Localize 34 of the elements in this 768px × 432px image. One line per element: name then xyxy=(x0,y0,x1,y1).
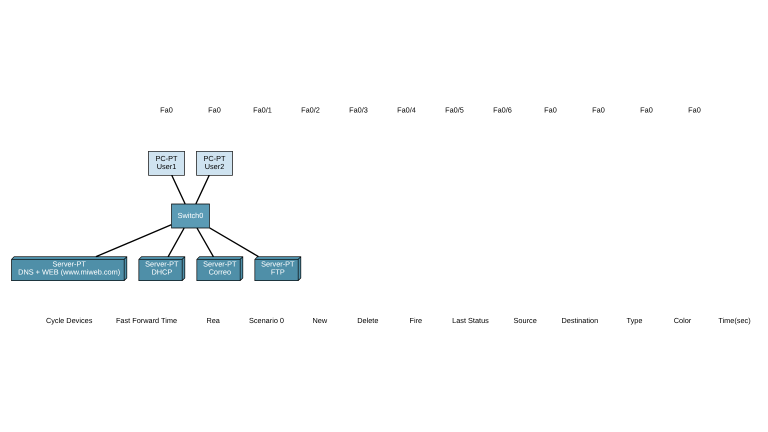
label: Fa0/2 xyxy=(301,106,320,115)
label: Fa0 xyxy=(544,106,557,115)
label: Delete xyxy=(357,316,378,326)
label: Fire xyxy=(410,316,422,326)
label: Fa0 xyxy=(208,106,221,115)
label: Fa0 xyxy=(160,106,173,115)
connector xyxy=(195,175,210,204)
label: Last Status xyxy=(452,316,489,326)
label: Destination xyxy=(561,316,598,326)
node-box: Switch0 xyxy=(171,204,210,228)
label: Fa0/3 xyxy=(349,106,368,115)
node-box: PC-PT User2 xyxy=(196,151,233,176)
label: Fa0 xyxy=(592,106,605,115)
label: Color xyxy=(674,316,692,326)
label: Fa0 xyxy=(688,106,701,115)
connector xyxy=(168,228,185,257)
label: Fa0/5 xyxy=(445,106,464,115)
label: Rea xyxy=(206,316,220,326)
label: Fa0/6 xyxy=(493,106,512,115)
label: Fa0 xyxy=(640,106,653,115)
connector xyxy=(196,228,214,257)
label: Fa0/4 xyxy=(397,106,416,115)
label: Fa0/1 xyxy=(253,106,272,115)
connector xyxy=(96,224,172,258)
label: Type xyxy=(626,316,642,326)
connector xyxy=(209,227,259,258)
label: Scenario 0 xyxy=(248,316,284,326)
label: Fast Forward Time xyxy=(116,316,178,326)
label: Time(sec) xyxy=(718,316,751,326)
label: Source xyxy=(514,316,537,326)
label: Cycle Devices xyxy=(46,316,92,326)
node-box: PC-PT User1 xyxy=(148,151,185,176)
label: New xyxy=(312,316,328,326)
connector xyxy=(171,175,186,204)
